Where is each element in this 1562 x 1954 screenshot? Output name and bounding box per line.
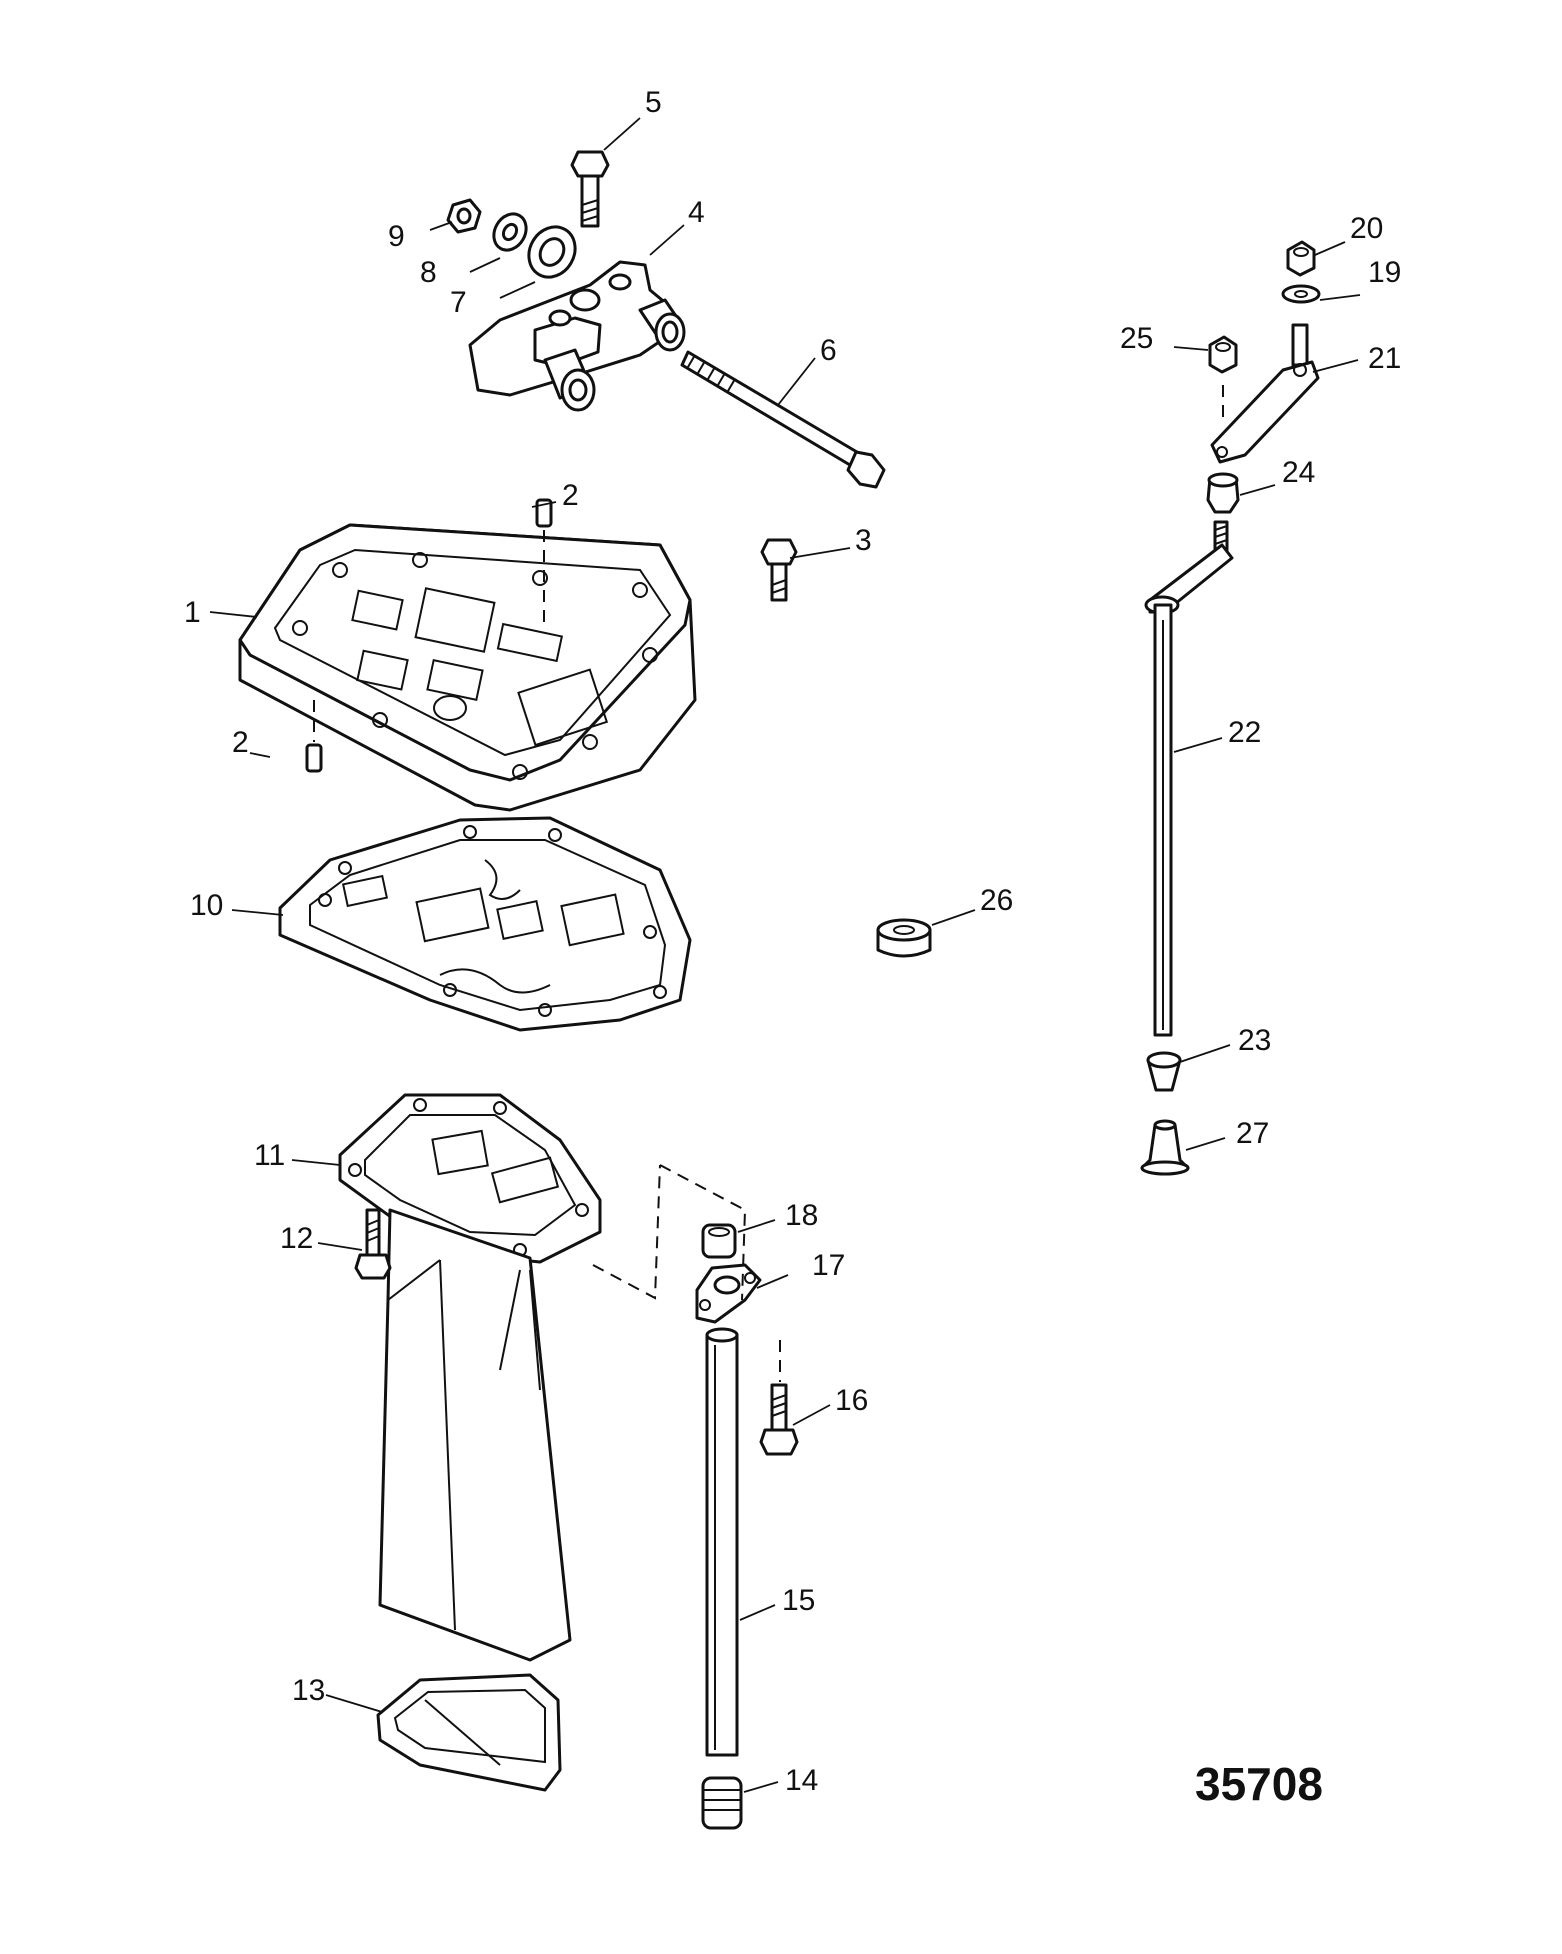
sleeve-part-27 [1140, 1119, 1190, 1176]
callout-27: 27 [1236, 1117, 1269, 1150]
washer-part-19 [1281, 284, 1321, 304]
callout-4: 4 [688, 196, 705, 229]
callout-6: 6 [820, 334, 837, 367]
alignment-dash-outline [592, 1164, 747, 1301]
exhaust-tube-part-11 [338, 1093, 602, 1662]
callout-5: 5 [645, 86, 662, 119]
callout-1: 1 [184, 596, 201, 629]
screw-part-12 [354, 1208, 392, 1280]
seal-part-18 [701, 1223, 737, 1259]
grommet-part-14 [701, 1776, 743, 1830]
lever-part-21 [1210, 323, 1320, 464]
water-housing-part-17 [695, 1263, 762, 1324]
callout-leaders [231, 117, 1361, 1793]
callout-17: 17 [812, 1249, 845, 1282]
callout-18: 18 [785, 1199, 818, 1232]
nut-part-25 [1208, 335, 1238, 420]
rod-part-22 [1144, 520, 1234, 1037]
callout-3: 3 [855, 524, 872, 557]
washer-part-7 [527, 225, 577, 279]
nut-part-20 [1286, 240, 1316, 277]
bracket-housing-part-4 [468, 260, 686, 412]
callout-11: 11 [254, 1139, 285, 1172]
callout-24: 24 [1282, 456, 1315, 489]
callout-16: 16 [835, 1384, 868, 1417]
callout-12: 12 [280, 1222, 313, 1255]
callout-25: 25 [1120, 322, 1153, 355]
drawing-number: 35708 [1195, 1758, 1323, 1810]
dowel-pin-part-2-upper [535, 498, 553, 625]
callout-15: 15 [782, 1584, 815, 1617]
callout-20: 20 [1350, 212, 1383, 245]
callout-7: 7 [450, 286, 467, 319]
callout-21: 21 [1368, 342, 1401, 375]
callout-9: 9 [388, 220, 405, 253]
callout-26: 26 [980, 884, 1013, 917]
callout-2-upper: 2 [562, 479, 579, 512]
callout-13: 13 [292, 1674, 325, 1707]
bolt-part-5 [570, 150, 610, 228]
dowel-pin-part-2-lower [305, 700, 323, 773]
callout-10: 10 [190, 889, 223, 922]
grommet-part-26 [876, 918, 932, 958]
callout-8: 8 [420, 256, 437, 289]
cover-plate-part-1 [209, 523, 697, 812]
bolt-part-6 [680, 350, 886, 489]
bushing-part-24 [1206, 472, 1240, 514]
gasket-part-10 [278, 816, 692, 1032]
callout-14: 14 [785, 1764, 818, 1797]
screw-part-16 [759, 1340, 799, 1456]
callout-2-lower: 2 [232, 726, 249, 759]
washer-part-8 [492, 212, 528, 252]
bushing-part-23 [1146, 1051, 1182, 1092]
callout-23: 23 [1238, 1024, 1271, 1057]
tube-part-15 [705, 1327, 739, 1757]
callout-22: 22 [1228, 716, 1261, 749]
nut-part-9 [446, 198, 482, 234]
seal-part-13 [376, 1673, 562, 1792]
callout-19: 19 [1368, 256, 1401, 289]
screw-part-3 [760, 538, 798, 602]
